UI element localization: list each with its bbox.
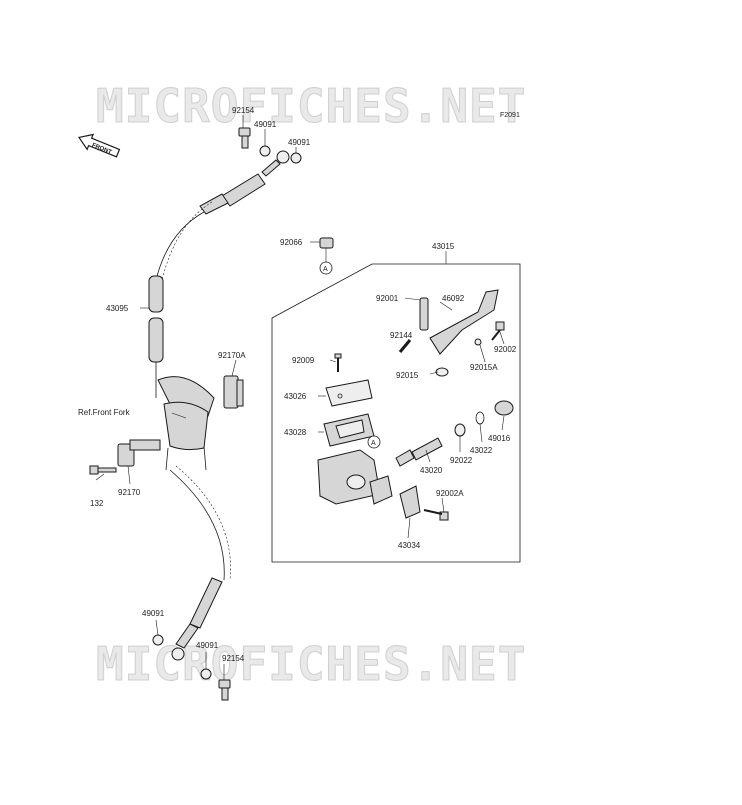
label-92170A: 92170A [218, 351, 246, 360]
marker-a-body-label: A [371, 440, 376, 447]
label-43015: 43015 [432, 242, 455, 251]
label-49091-d: 49091 [196, 641, 219, 650]
label-49016: 49016 [488, 434, 511, 443]
brake-hose-upper [155, 211, 205, 281]
clamp-92170 [117, 439, 161, 467]
washer-49091-a [259, 145, 271, 157]
label-43020: 43020 [420, 466, 443, 475]
label-92009: 92009 [292, 356, 315, 365]
label-49091-a: 49091 [254, 120, 277, 129]
brake-lever-46092 [419, 289, 499, 377]
hose-fitting-top [199, 150, 290, 215]
ref-front-fork-label: Ref.Front Fork [78, 408, 131, 417]
label-43028: 43028 [284, 428, 307, 437]
bolt-92002A [423, 509, 449, 521]
front-fork [157, 376, 215, 471]
label-92154-bottom: 92154 [222, 654, 245, 663]
clamp-92170A [223, 375, 244, 409]
label-92154-top: 92154 [232, 106, 255, 115]
label-92144: 92144 [390, 331, 413, 340]
master-cylinder-body [317, 449, 393, 505]
banjo-bolt-top [238, 127, 251, 149]
label-49091-b: 49091 [288, 138, 311, 147]
washer-49091-b [290, 152, 302, 164]
hose-fitting-bottom [171, 577, 223, 661]
label-92170: 92170 [118, 488, 141, 497]
bolt-92002 [491, 321, 505, 341]
piston-kit-43020 [395, 437, 443, 467]
circlip-43022 [475, 411, 485, 425]
label-43034: 43034 [398, 541, 421, 550]
washer-49091-d [200, 668, 212, 680]
marker-a-top-label: A [323, 266, 328, 273]
marker-a-body [367, 435, 381, 449]
label-92022: 92022 [450, 456, 473, 465]
label-92066: 92066 [280, 238, 303, 247]
label-92001: 92001 [376, 294, 399, 303]
hose-protector-43095 [148, 275, 164, 363]
label-43095: 43095 [106, 304, 129, 313]
diaphragm-43028 [323, 413, 375, 447]
reservoir-cap-92066 [319, 237, 334, 249]
front-arrow-icon: FRONT [78, 133, 121, 158]
watermark-top: MICROFICHES.NET [96, 79, 526, 133]
watermark-bottom: MICROFICHES.NET [96, 637, 526, 691]
holder-43034 [399, 485, 421, 519]
label-43022: 43022 [470, 446, 493, 455]
bolt-132 [89, 465, 117, 475]
boot-49016 [494, 400, 514, 416]
screw-92009 [334, 353, 342, 372]
figure-code: F2091 [500, 112, 520, 119]
nut-92015A [474, 338, 482, 346]
label-92015A: 92015A [470, 363, 498, 372]
label-92002: 92002 [494, 345, 517, 354]
washer-49091-c [152, 634, 164, 646]
reservoir-cover-43026 [325, 379, 373, 407]
label-43026: 43026 [284, 392, 307, 401]
pin-92144 [398, 339, 412, 353]
banjo-bolt-bottom [218, 679, 231, 701]
brake-hose-lower [169, 469, 225, 581]
label-132: 132 [90, 499, 104, 508]
label-92015: 92015 [396, 371, 419, 380]
label-92002A: 92002A [436, 489, 464, 498]
washer-92022 [454, 423, 466, 437]
label-49091-c: 49091 [142, 609, 165, 618]
assembly-frame-43015 [271, 263, 521, 563]
label-46092: 46092 [442, 294, 465, 303]
